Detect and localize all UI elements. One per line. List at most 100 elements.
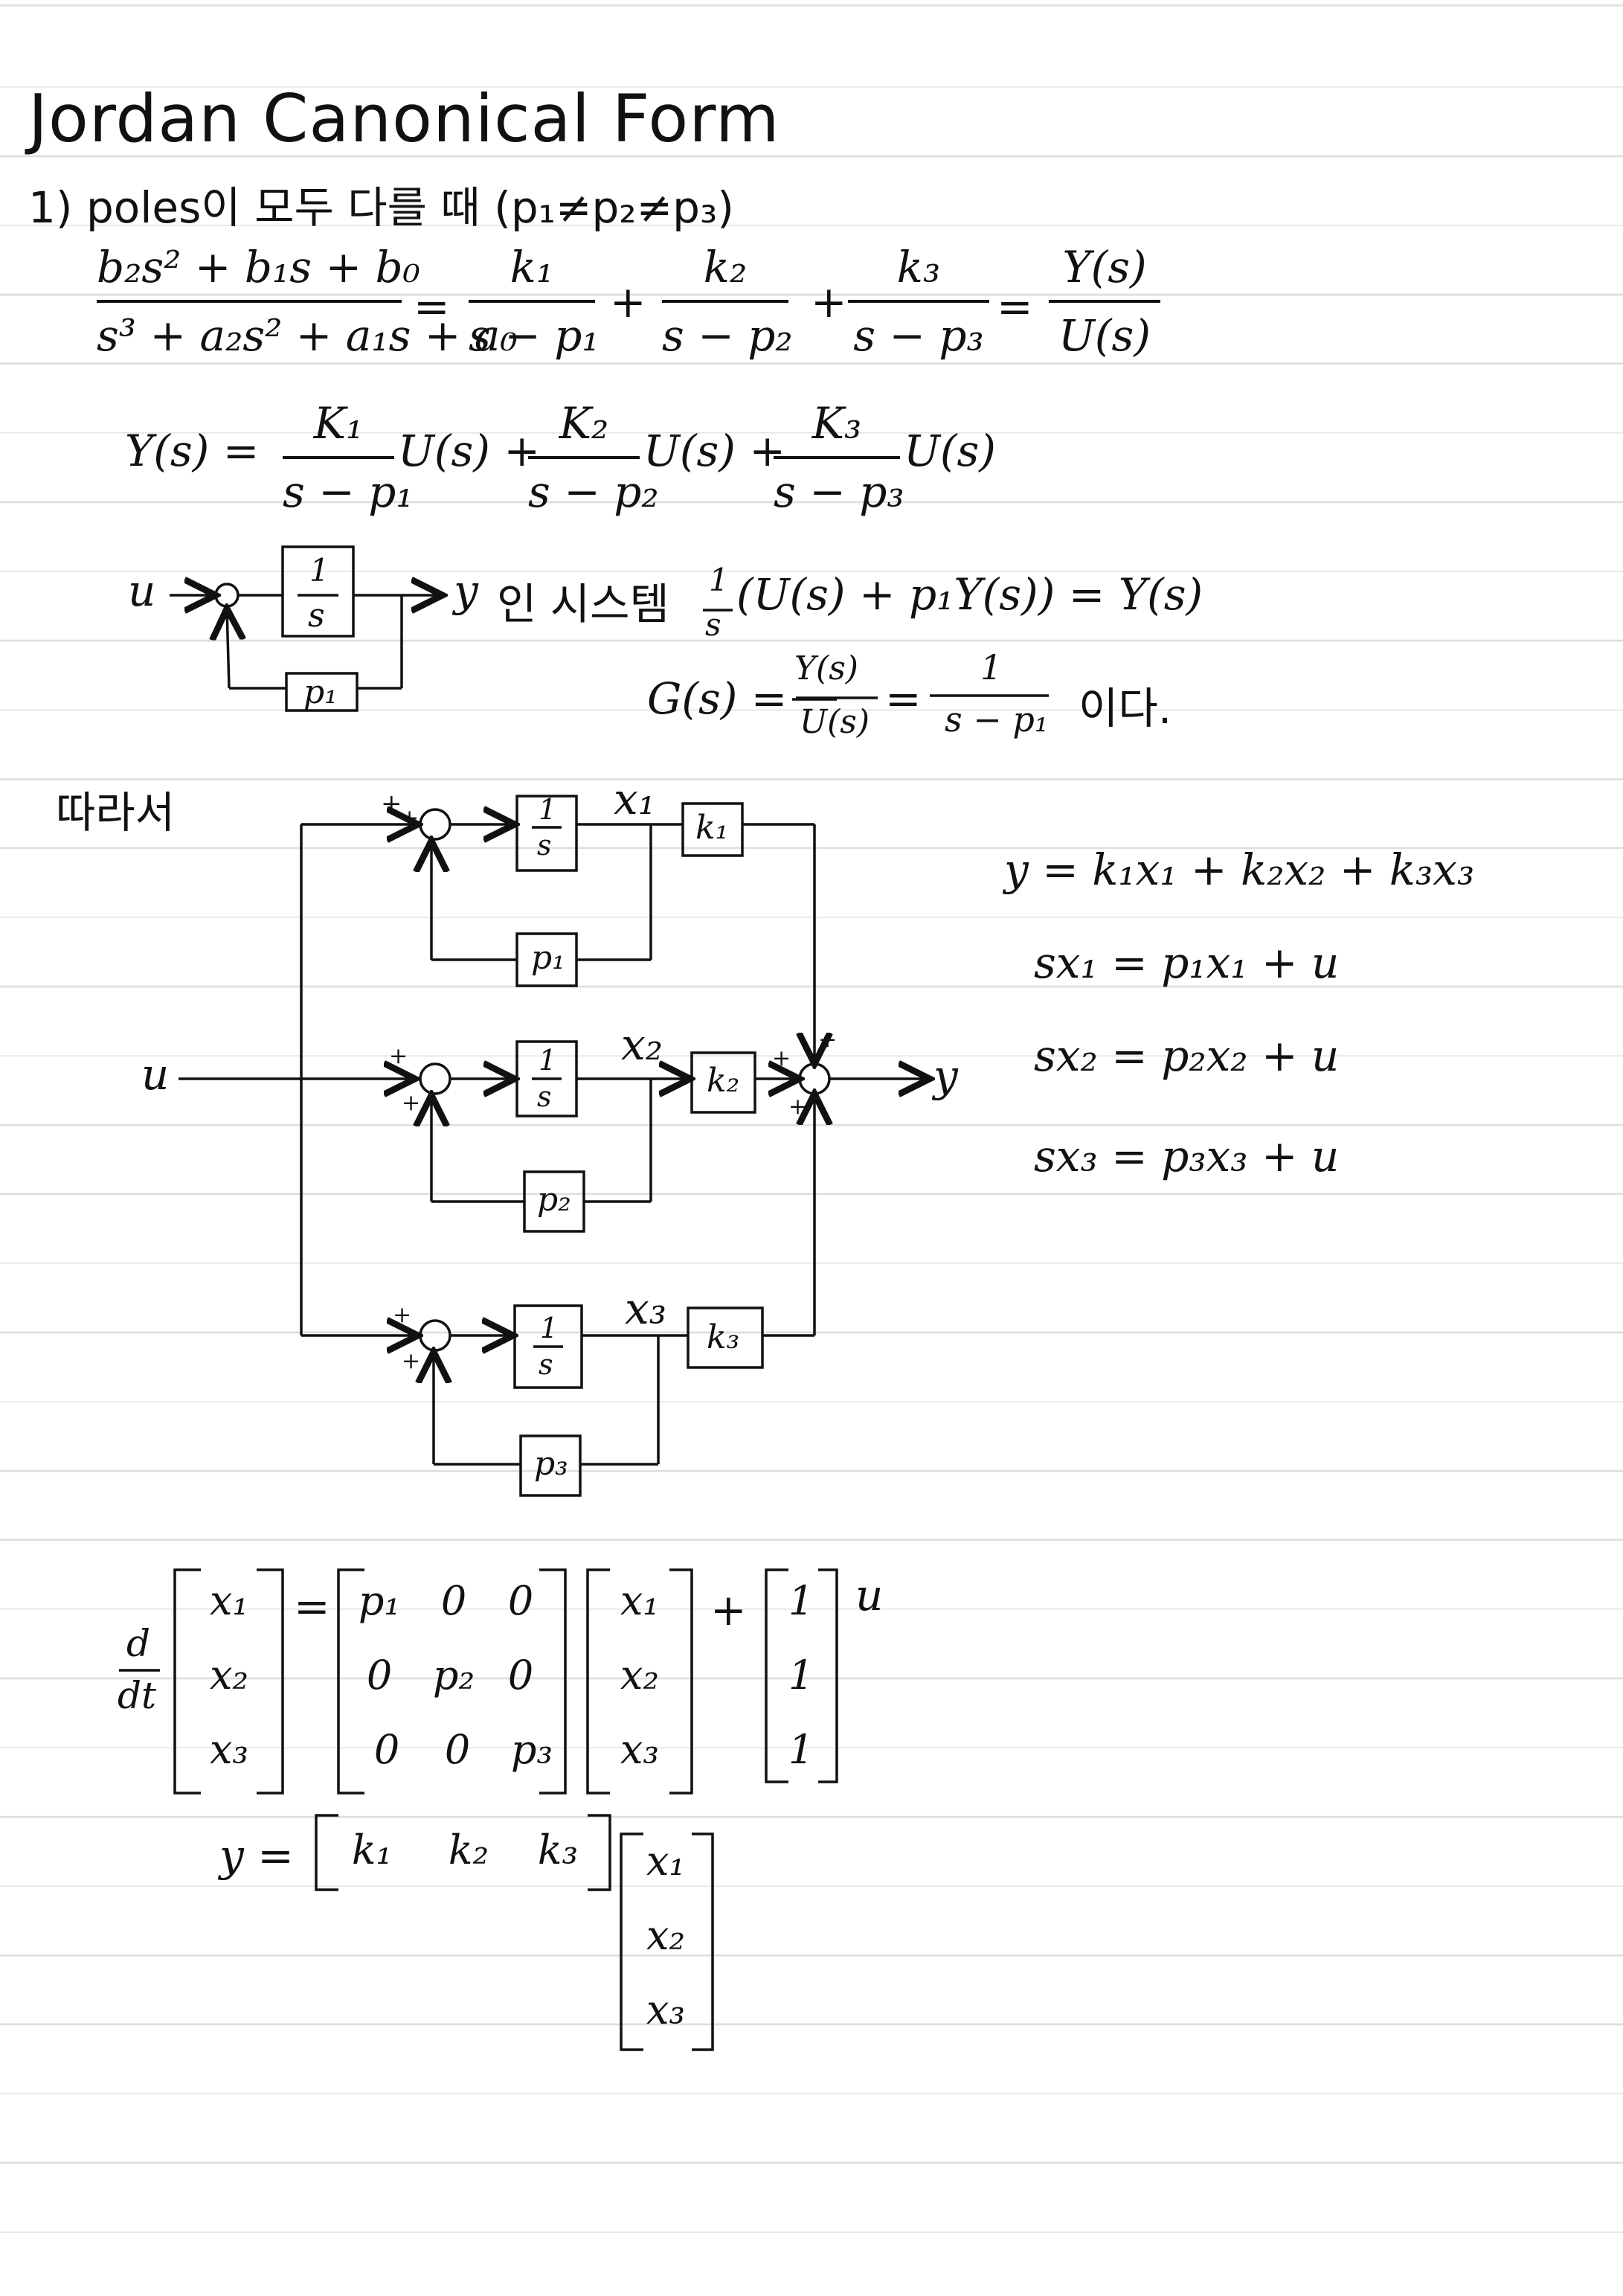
A-22: p₂	[432, 1652, 475, 1699]
therefore-label: 따라서	[56, 787, 176, 838]
x-vector-3: x₃	[646, 1986, 686, 2033]
bracket-left	[337, 1568, 364, 1795]
p3-block-outline	[519, 1434, 582, 1497]
plus-sign: +	[610, 277, 646, 327]
fraction-bar	[283, 456, 394, 459]
plus-sign: +	[818, 1027, 838, 1053]
A-11: p₁	[358, 1577, 401, 1624]
integrator-2-num: 1	[539, 1044, 557, 1077]
plus-sign: +	[393, 1302, 412, 1328]
plus-sign: +	[400, 805, 420, 831]
feedback-block-outline	[285, 672, 359, 712]
g-numerator: Y(s)	[794, 650, 858, 687]
bracket-left	[315, 1814, 338, 1891]
k2-denominator: s − p₂	[662, 310, 793, 361]
plus-sign: +	[788, 1094, 808, 1120]
integrator-block-outline	[281, 545, 355, 638]
ddt-numerator: d	[126, 1622, 151, 1665]
integrator-3-num: 1	[540, 1312, 559, 1344]
feedback-label: p₁	[303, 673, 338, 711]
gain-k2-outline	[690, 1051, 756, 1114]
sum-3	[419, 1319, 451, 1352]
term2-us: U(s) +	[643, 426, 785, 476]
gain-k3-outline	[687, 1306, 764, 1369]
plus-sign: +	[389, 1043, 408, 1069]
x-vector-1: x₁	[209, 1577, 249, 1624]
fraction-bar	[662, 300, 788, 303]
x-vector-3: x₃	[209, 1726, 249, 1773]
state-x2-label: x₂	[621, 1019, 663, 1070]
k2-term: k₂ s − p₂	[662, 242, 793, 361]
B-3: 1	[788, 1726, 814, 1773]
p2-label: p₂	[537, 1181, 571, 1219]
relation-denominator: s	[705, 606, 721, 643]
term2-numerator: K₂	[559, 398, 609, 449]
B-2: 1	[788, 1652, 814, 1699]
x-vector-2: x₂	[646, 1912, 686, 1959]
bracket-left	[765, 1568, 788, 1783]
ys-term-1: K₁ s − p₁	[283, 398, 414, 517]
k3-term: k₃ s − p₃	[848, 242, 989, 361]
ys-term-3: K₃ s − p₃	[774, 398, 904, 517]
state-x3-label: x₃	[625, 1283, 666, 1334]
plus-sign: +	[402, 1348, 421, 1374]
feedback-arrow	[227, 609, 229, 689]
ys-term-2: K₂ s − p₂	[528, 398, 659, 517]
A-32: 0	[444, 1726, 471, 1773]
p1-label: p₁	[531, 939, 565, 977]
k1-denominator: s − p₁	[469, 310, 600, 361]
bracket-right	[669, 1568, 693, 1795]
A-13: 0	[507, 1577, 534, 1624]
p3-label: p₃	[534, 1445, 568, 1483]
system-text: 인 시스템	[497, 579, 669, 629]
g-denominator: U(s)	[800, 703, 870, 741]
output-sum	[798, 1062, 831, 1095]
plus-sign: +	[811, 277, 847, 327]
tf-numerator: b₂s² + b₁s + b₀	[97, 242, 420, 292]
state-x1-label: x₁	[614, 774, 655, 824]
us-label: U(s)	[1058, 310, 1151, 361]
integrator-denominator: s	[308, 597, 325, 635]
fraction-bar	[528, 456, 640, 459]
integrator-numerator: 1	[309, 552, 330, 589]
bracket-right	[588, 1814, 611, 1891]
plus-sign: +	[772, 1045, 791, 1071]
bracket-right	[818, 1568, 838, 1783]
integrator-3-outline	[513, 1304, 583, 1389]
A-23: 0	[507, 1652, 534, 1699]
input-label: u	[141, 1049, 170, 1100]
x-vector-3: x₃	[620, 1726, 660, 1773]
input-u: u	[855, 1570, 884, 1620]
ys-lhs: Y(s) =	[125, 426, 260, 476]
plus-sign: +	[710, 1585, 747, 1635]
k2-label: k₂	[707, 1062, 740, 1100]
k2-numerator: k₂	[703, 242, 748, 292]
fraction-bar	[774, 456, 900, 459]
C-3: k₃	[537, 1827, 579, 1873]
state-eq-3: sx₃ = p₃x₃ + u	[1034, 1131, 1340, 1181]
integrator-3-den: s	[539, 1348, 553, 1381]
integrator-1-num: 1	[539, 793, 557, 826]
ys-over-us: Y(s) U(s)	[1049, 242, 1160, 361]
term3-us: U(s)	[904, 426, 996, 476]
A-12: 0	[440, 1577, 467, 1624]
output-label: y	[933, 1051, 958, 1101]
A-33: p₃	[510, 1726, 553, 1773]
k3-denominator: s − p₃	[853, 310, 984, 361]
x-vector-1: x₁	[620, 1577, 660, 1624]
k3-label: k₃	[707, 1318, 740, 1356]
bracket-left	[586, 1568, 610, 1795]
k1-label: k₁	[695, 809, 729, 847]
bracket-right	[257, 1568, 284, 1795]
term3-denominator: s − p₃	[774, 466, 904, 517]
fraction-bar	[469, 300, 595, 303]
k1-numerator: k₁	[510, 242, 554, 292]
section-heading: 1) poles이 모두 다를 때 (p₁≠p₂≠p₃)	[28, 182, 734, 233]
output-equation: y = k₁x₁ + k₂x₂ + k₃x₃	[1004, 844, 1475, 895]
state-eq-1: sx₁ = p₁x₁ + u	[1034, 937, 1340, 988]
term3-numerator: K₃	[812, 398, 862, 449]
relation-equation: (U(s) + p₁Y(s)) = Y(s)	[736, 569, 1203, 620]
A-21: 0	[366, 1652, 393, 1699]
ys-label: Y(s)	[1062, 242, 1147, 292]
B-1: 1	[788, 1577, 814, 1624]
